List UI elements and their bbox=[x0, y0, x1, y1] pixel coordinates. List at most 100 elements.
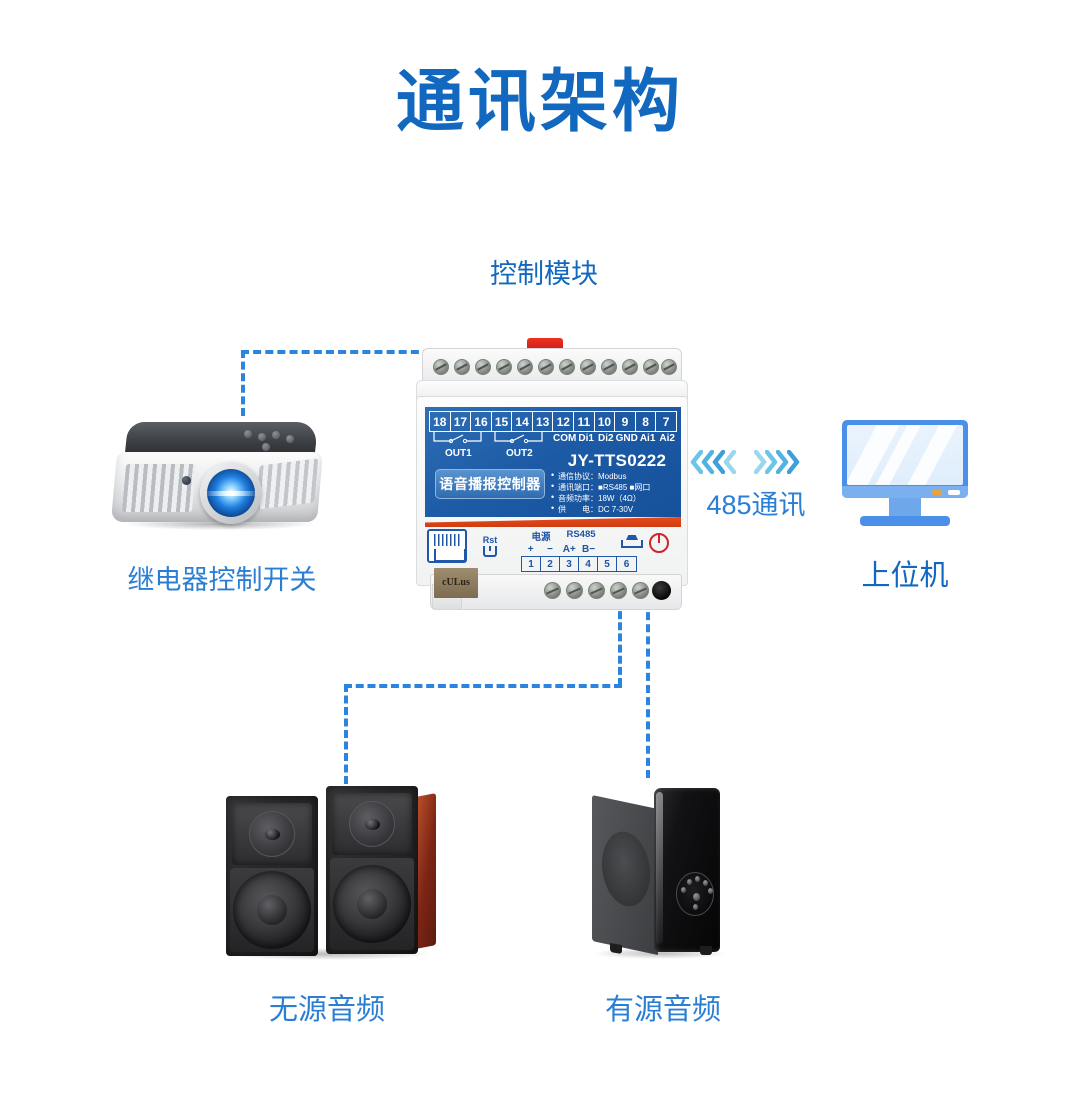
reset-label: Rst bbox=[482, 535, 498, 545]
active-speaker-control-dial bbox=[676, 872, 714, 916]
bottom-terminal-number: 5 bbox=[598, 557, 617, 571]
power-group-label: 电源 bbox=[531, 532, 551, 543]
woofer-cone bbox=[233, 871, 311, 949]
bottom-terminal-number: 4 bbox=[579, 557, 598, 571]
relay-label-out1: OUT1 bbox=[445, 448, 472, 459]
woofer-cone bbox=[333, 865, 411, 943]
speaker-left bbox=[226, 796, 322, 956]
terminal-sign: − bbox=[547, 544, 553, 555]
active-speaker-image bbox=[592, 786, 728, 959]
monitor-icon bbox=[842, 420, 968, 542]
bottom-terminal-number: 3 bbox=[560, 557, 579, 571]
io-label: Di2 bbox=[597, 433, 614, 444]
rj45-port-icon bbox=[427, 529, 467, 563]
terminal-sign: A+ bbox=[562, 544, 576, 555]
monitor-neck bbox=[889, 498, 921, 518]
terminal-number: 18 bbox=[429, 411, 450, 432]
terminal-number: 10 bbox=[593, 411, 615, 432]
terminal-screw bbox=[580, 359, 596, 375]
chevron-right-icon bbox=[787, 450, 800, 474]
chevron-left-icon bbox=[712, 450, 725, 474]
chevron-right-icon bbox=[765, 450, 778, 474]
connector-active-vertical bbox=[646, 600, 650, 778]
terminal-sign: B− bbox=[582, 544, 596, 555]
io-label: Di1 bbox=[578, 433, 594, 444]
chevron-left-icon bbox=[723, 450, 736, 474]
passive-speakers-image bbox=[218, 782, 436, 960]
voice-broadcast-controller-device: 18 17 16 15 14 13 12 11 10 9 8 7 bbox=[416, 336, 688, 624]
tweeter-panel bbox=[232, 803, 312, 865]
active-speaker-glare bbox=[656, 792, 663, 944]
bottom-terminal-number: 1 bbox=[522, 557, 541, 571]
spec-item: 音频功率：18W（4Ω） bbox=[551, 492, 681, 504]
bottom-terminal-number: 2 bbox=[541, 557, 560, 571]
tweeter-ring bbox=[249, 811, 295, 857]
terminal-number: 14 bbox=[511, 411, 532, 432]
audio-jack-hole bbox=[652, 581, 671, 600]
active-speaker-foot bbox=[700, 946, 712, 955]
terminal-group-headers: 电源 RS485 bbox=[521, 529, 637, 543]
comm-arrows-group bbox=[690, 450, 820, 476]
terminal-screw bbox=[622, 359, 638, 375]
chevron-right-icon bbox=[776, 450, 789, 474]
terminal-screw bbox=[454, 359, 470, 375]
relay-symbols: OUT1 OUT2 bbox=[429, 432, 553, 459]
connector-projector-horizontal bbox=[241, 350, 431, 354]
device-model-number: JY-TTS0222 bbox=[567, 451, 667, 470]
terminal-screw bbox=[610, 582, 627, 599]
power-logo-icon bbox=[649, 533, 669, 553]
terminal-number: 13 bbox=[531, 411, 553, 432]
terminal-screw bbox=[643, 359, 659, 375]
faceplate-orange-band bbox=[425, 517, 681, 527]
reset-button-group[interactable]: Rst bbox=[477, 535, 503, 557]
terminal-number: 17 bbox=[449, 411, 471, 432]
projector-sensor bbox=[182, 476, 191, 485]
woofer-panel bbox=[230, 868, 314, 952]
relay-contact-diagram bbox=[433, 432, 543, 444]
monitor-led-amber bbox=[932, 490, 942, 495]
label-active-audio: 有源音频 bbox=[604, 994, 721, 1026]
tweeter-dome bbox=[264, 828, 280, 840]
monitor-stand bbox=[860, 516, 950, 526]
reset-button-icon[interactable] bbox=[483, 546, 497, 557]
speaker-front-baffle bbox=[326, 786, 418, 954]
terminal-sign-row: + − A+ B− bbox=[521, 544, 637, 555]
terminal-screw bbox=[632, 582, 649, 599]
din-rail-red-tab bbox=[527, 338, 563, 351]
device-lower-panel: Rst 电源 RS485 + − A+ B− 1 2 bbox=[425, 527, 681, 579]
spec-item: 供 电：DC 7-30V bbox=[551, 503, 681, 515]
chevron-left-icon bbox=[701, 450, 714, 474]
chevron-right-icon bbox=[754, 450, 767, 474]
terminal-number: 9 bbox=[614, 411, 635, 432]
terminal-number: 8 bbox=[634, 411, 656, 432]
terminal-number: 16 bbox=[470, 411, 491, 432]
device-nameplate: 语音播报控制器 bbox=[435, 469, 545, 499]
terminal-screw bbox=[544, 582, 561, 599]
speaker-terminal-icon bbox=[621, 535, 643, 548]
monitor-base-strip bbox=[842, 486, 968, 498]
projector-vent-left bbox=[121, 464, 197, 512]
io-label: Ai1 bbox=[639, 433, 656, 444]
io-label: COM bbox=[553, 433, 577, 444]
tweeter-dome bbox=[364, 818, 380, 830]
rs485-group-label: RS485 bbox=[566, 529, 596, 540]
terminal-number: 15 bbox=[490, 411, 512, 432]
terminal-number-row: 18 17 16 15 14 13 12 11 10 9 8 7 bbox=[429, 411, 677, 432]
projector-vent-right bbox=[255, 458, 319, 510]
terminal-number: 12 bbox=[552, 411, 574, 432]
power-rs485-terminal-group: 电源 RS485 + − A+ B− 1 2 3 4 5 6 bbox=[521, 529, 637, 572]
terminal-screw bbox=[559, 359, 575, 375]
terminal-screw bbox=[517, 359, 533, 375]
relay-label-out2: OUT2 bbox=[506, 448, 533, 459]
label-passive-audio: 无源音频 bbox=[268, 994, 385, 1026]
tweeter-ring bbox=[349, 801, 395, 847]
speaker-front-baffle bbox=[226, 796, 318, 956]
terminal-screw bbox=[588, 582, 605, 599]
spec-item: 通信协议：Modbus bbox=[551, 470, 681, 482]
terminal-screw bbox=[566, 582, 583, 599]
label-relay-switch: 继电器控制开关 bbox=[127, 565, 317, 595]
projector-image bbox=[108, 418, 332, 546]
projector-lens bbox=[204, 469, 258, 517]
terminal-sign bbox=[598, 544, 617, 555]
io-label: Ai2 bbox=[659, 433, 675, 444]
